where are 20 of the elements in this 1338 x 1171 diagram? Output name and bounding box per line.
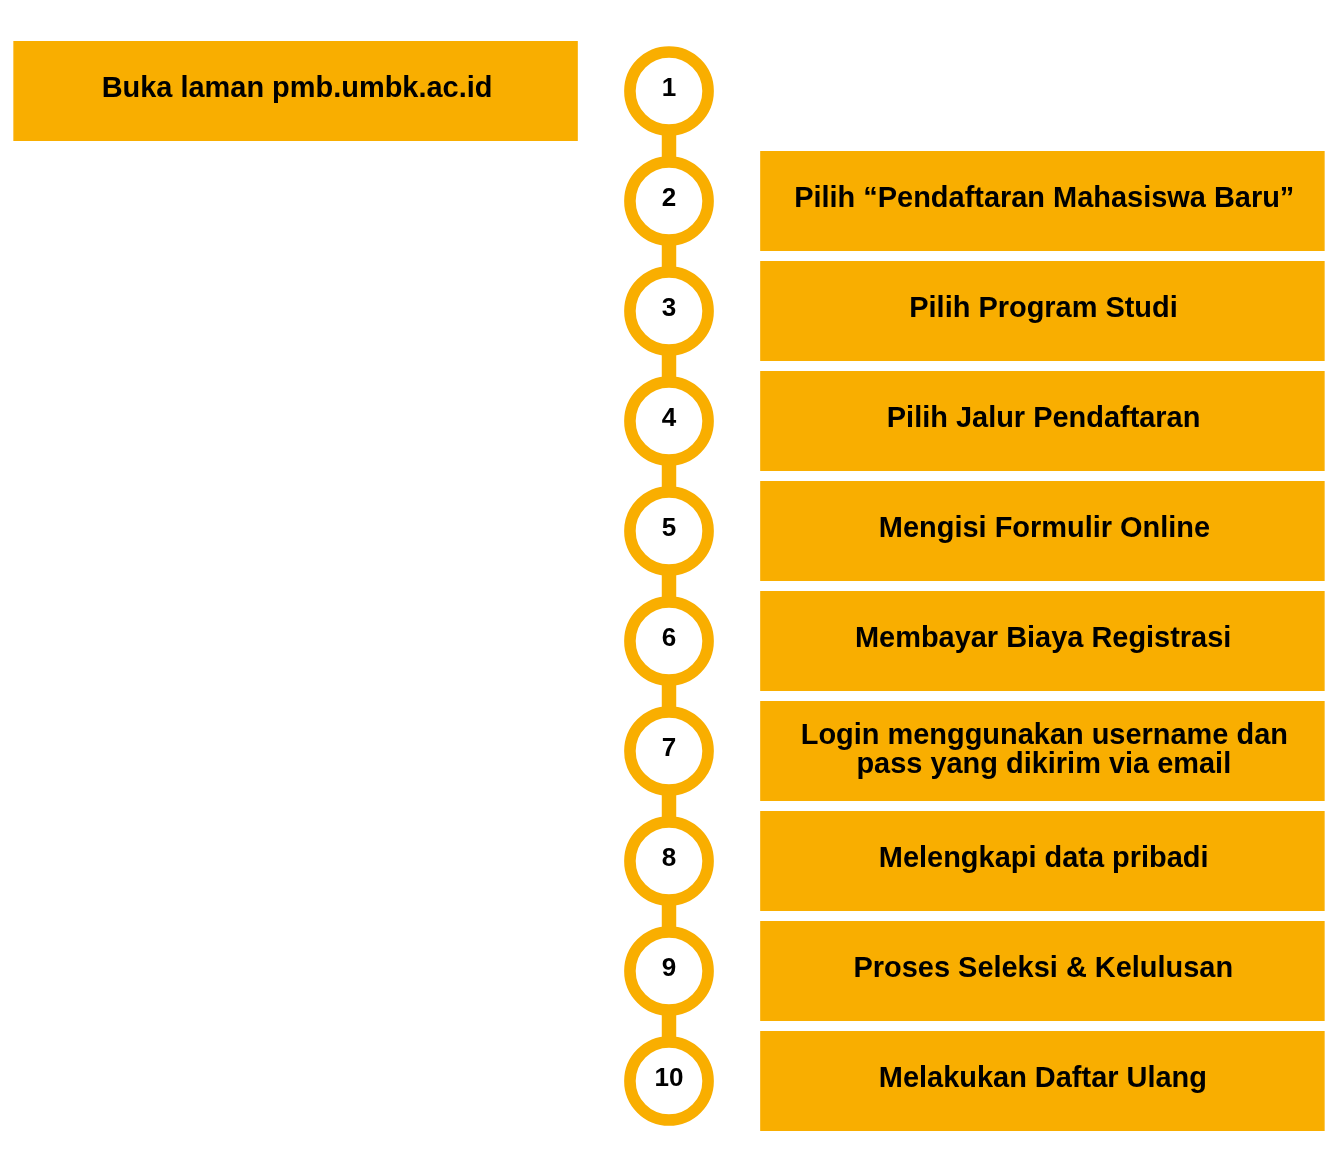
node-box: Mengisi Formulir Online	[760, 480, 1325, 581]
node-circle: 7	[624, 705, 714, 796]
node-circle: 1	[624, 45, 714, 136]
node-box: Membayar Biaya Registrasi	[760, 590, 1325, 691]
node-circle: 10	[624, 1035, 714, 1126]
node-box: Buka laman pmb.umbk.ac.id	[13, 40, 578, 141]
node-box: Pilih “Pendaftaran Mahasiswa Baru”	[760, 150, 1325, 251]
node-box: Pilih Program Studi	[760, 260, 1325, 361]
node-circle: 3	[624, 265, 714, 356]
node-box: Proses Seleksi & Kelulusan	[760, 920, 1325, 1021]
node-circle: 4	[624, 375, 714, 466]
node-circle: 5	[624, 485, 714, 576]
node-box: Melakukan Daftar Ulang	[760, 1030, 1325, 1131]
node-circle: 9	[624, 925, 714, 1016]
node-box: Melengkapi data pribadi	[760, 810, 1325, 911]
node-box: Login menggunakan username dan pass yang dikirim via email	[760, 700, 1325, 801]
node-box: Pilih Jalur Pendaftaran	[760, 370, 1325, 471]
node-circle: 6	[624, 595, 714, 686]
node-circle: 2	[624, 155, 714, 246]
node-circle: 8	[624, 815, 714, 906]
